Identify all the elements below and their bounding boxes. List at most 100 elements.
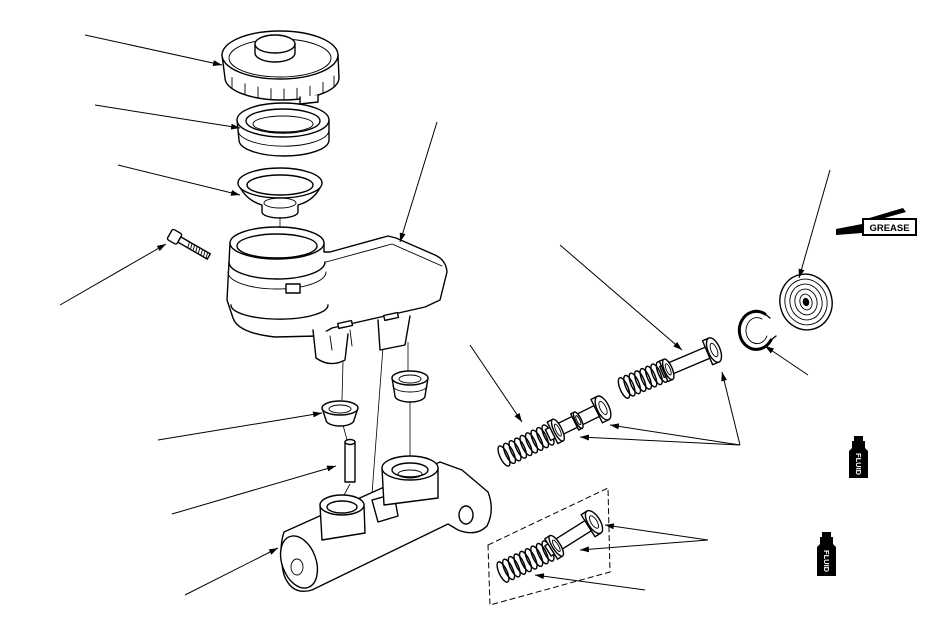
bolt-thread [205,251,209,259]
piston-cup-lip [588,515,600,529]
alignment-guides-shape [341,361,344,401]
cap-tab [299,94,319,105]
bottle-body [849,441,868,478]
reservoir-band-1 [228,261,326,280]
spring-coil [628,372,642,395]
reservoir-slot [383,311,400,322]
leader-lines [59,34,831,596]
leader-line [579,539,709,553]
piston [544,509,604,560]
grommet-right-shape [398,374,422,384]
port-right-depth [397,469,423,479]
spring-coil [502,442,517,465]
circlip-shape [745,317,768,345]
bottle-cap [854,436,863,441]
bolt-thread [192,244,196,252]
spring-coil [519,434,533,457]
reservoir-top-rim [325,243,443,267]
piston-cup-lip [575,415,582,426]
reservoir-seal [236,102,330,157]
grease-label: GREASE [869,223,909,234]
piston [544,395,612,445]
leader-line [721,371,741,446]
alignment-guides-shape [342,424,348,441]
piston-cup-lip [664,363,672,376]
fluid-label: FLUID [854,453,863,476]
reservoir-body [226,226,448,365]
flange-hole [458,505,474,525]
retaining-pin-shape [344,438,356,446]
piston [658,337,723,383]
reservoir-mounting-bolt [166,228,211,260]
alignment-guides-shape [371,333,385,495]
piston-kit-assembly [496,509,604,583]
spring-coil [639,367,653,390]
grease-gun-icon: GREASE [836,208,917,236]
reservoir-cap [221,30,340,105]
leader-line [798,169,831,279]
master-cylinder-body [279,455,492,593]
port-left-inner [326,500,358,514]
bolt-thread [189,242,193,250]
leader-line [534,573,646,591]
bolt-thread [187,241,190,249]
cap-knob-top [254,34,296,54]
grommet-left-shape [328,404,352,414]
leader-line [764,345,809,376]
leader-line [579,434,741,446]
spring-coil [496,561,510,583]
leader-line [609,423,741,446]
fluid-label: FLUID [822,550,831,573]
leader-line [59,243,167,306]
leader-line [117,164,241,196]
reservoir-strainer [237,167,323,219]
spring-coil [507,555,521,578]
grease-gun-label-area [864,220,915,234]
circlip [737,309,777,351]
grommet-left [321,400,359,427]
spring-coil [518,550,533,573]
brake-fluid-bottle-icon: FLUID [817,532,836,576]
spring-coil [524,432,539,454]
grommet-right [391,370,429,403]
spring-coil [535,542,549,565]
spring-coil [524,548,538,570]
kit-dashed-box [487,487,611,606]
piston-cup-lip [551,539,561,552]
spring-coil [530,545,544,568]
bottle-cap [822,532,831,537]
seal-ridge [237,129,330,147]
grommet-right-shape [392,385,428,393]
leader-line [469,344,523,423]
bolt-thread [202,250,206,258]
spring-coil [508,439,522,462]
spring-coil [644,365,658,388]
leader-line [559,244,683,351]
piston-cup-lip [598,400,608,416]
reservoir-base-flange [230,304,329,320]
alignment-guides [279,214,411,498]
spring-coil [535,426,550,449]
strainer-bottom [263,197,297,209]
spring-coil [513,553,527,575]
bottle-body [817,537,836,576]
leader-line [157,411,323,441]
cylinder-bore-hole [290,558,304,576]
bolt-thread [200,248,203,256]
bolt-thread [197,247,201,255]
grease-gun-nozzle [836,224,862,235]
piston-boot [779,273,833,331]
reservoir-mount-tab-left [312,329,349,365]
retaining-pin [344,438,356,483]
secondary-piston-assembly [617,337,723,399]
spring-coil [650,363,663,386]
leader-line [184,547,279,596]
leader-line [604,523,709,541]
leader-line [84,34,223,67]
bolt-thread [195,245,198,253]
leader-line [399,121,438,243]
circlip-shape [737,309,773,351]
leader-line [94,104,241,130]
retaining-pin-shape [344,441,356,483]
